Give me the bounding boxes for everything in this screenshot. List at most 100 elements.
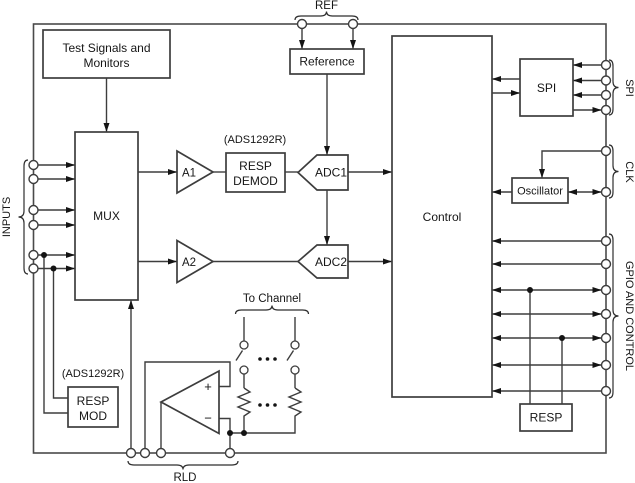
test-signals-block xyxy=(42,29,171,79)
pin-rld-4 xyxy=(224,447,236,459)
a1-label: A1 xyxy=(182,168,196,180)
wire-rld-plus-feedback xyxy=(144,361,231,449)
a2-label: A2 xyxy=(182,257,196,269)
wire-clkpin-oscillator xyxy=(539,150,602,178)
resp-mod-block xyxy=(67,386,119,428)
control-label: Control xyxy=(423,210,462,224)
pin-gpio-4 xyxy=(600,308,612,320)
brace-rld xyxy=(127,460,239,470)
switch1-lower-contact xyxy=(239,365,249,375)
switch1-arm xyxy=(235,350,244,361)
oscillator-label: Oscillator xyxy=(517,186,563,198)
pin-spi-2 xyxy=(600,75,612,86)
pin-input-5 xyxy=(28,249,39,261)
blocks xyxy=(42,29,574,435)
pin-rld-3 xyxy=(155,447,167,459)
resistor2 xyxy=(287,387,303,418)
wire-resistor-rail xyxy=(230,418,296,434)
resp-mod-label-line1: RESP xyxy=(77,394,110,408)
resistor1 xyxy=(236,387,252,418)
rld-opamp xyxy=(159,369,220,435)
pin-input-2 xyxy=(28,173,39,185)
adc2-block xyxy=(296,244,349,279)
reference-block xyxy=(289,48,365,75)
adc2-label: ADC2 xyxy=(315,255,347,269)
pin-spi-4 xyxy=(600,104,612,116)
adc1-label: ADC1 xyxy=(315,166,347,180)
mux-block xyxy=(74,131,139,301)
pin-gpio-7 xyxy=(600,385,612,397)
pin-gpio-2 xyxy=(600,258,612,270)
resp-demod-label-line1: RESP xyxy=(239,159,272,173)
pins xyxy=(28,18,612,459)
a1-amp xyxy=(176,149,215,195)
junction xyxy=(50,265,57,272)
spi-group-label: SPI xyxy=(623,79,635,97)
junction xyxy=(241,430,247,436)
spi-block xyxy=(519,58,574,117)
brace-inputs xyxy=(18,159,29,275)
brace-clk xyxy=(608,144,619,199)
clk-group-label: CLK xyxy=(623,161,635,183)
resp-mod-label-line2: MOD xyxy=(79,409,107,423)
resp-demod-label-line2: DEMOD xyxy=(233,174,278,188)
oscillator-block xyxy=(511,177,569,204)
gpio-group-label: GPIO AND CONTROL xyxy=(623,261,635,371)
reference-label: Reference xyxy=(299,55,355,69)
resp-demod-block xyxy=(225,152,286,193)
pin-rld-2 xyxy=(139,447,151,459)
wire-tap-respmod-1 xyxy=(43,255,68,414)
pin-ref-1 xyxy=(296,18,308,30)
ref-group-label: REF xyxy=(315,0,338,12)
pin-spi-3 xyxy=(600,89,612,101)
switch1-upper-contact xyxy=(239,340,249,350)
resp-mod-variant-note: (ADS1292R) xyxy=(62,368,124,380)
junction xyxy=(527,287,533,293)
mux-label: MUX xyxy=(93,209,120,223)
junction xyxy=(41,252,47,258)
pin-input-1 xyxy=(28,159,39,171)
junction-dots xyxy=(41,252,565,436)
resp-block-label: RESP xyxy=(530,411,563,425)
junction xyxy=(559,335,565,341)
opamp-plus-label: + xyxy=(204,379,212,394)
pin-input-4 xyxy=(28,219,39,231)
opamp-minus-label: − xyxy=(204,411,212,426)
resp-block xyxy=(519,403,573,432)
pin-ref-2 xyxy=(347,18,359,30)
ellipsis-more-channels xyxy=(258,357,277,407)
pin-rld-1 xyxy=(125,447,137,459)
rld-group-label: RLD xyxy=(173,472,196,483)
test-signals-label-line1: Test Signals and xyxy=(62,41,150,55)
switch2-lower-contact xyxy=(290,365,300,375)
inputs-group-label: INPUTS xyxy=(1,197,13,237)
junction xyxy=(227,430,233,436)
pin-input-3 xyxy=(28,204,39,216)
pin-clk-1 xyxy=(600,145,612,157)
pin-gpio-3 xyxy=(600,284,612,296)
brace-to-channel xyxy=(234,305,310,315)
to-channel-label: To Channel xyxy=(243,293,301,305)
brace-ref xyxy=(294,11,359,21)
control-block xyxy=(391,35,493,398)
adc1-block xyxy=(296,154,349,191)
switch2-upper-contact xyxy=(290,340,300,350)
resp-demod-variant-note: (ADS1292R) xyxy=(224,134,286,146)
brace-spi xyxy=(608,59,619,116)
pin-gpio-6 xyxy=(600,359,612,371)
braces xyxy=(18,11,619,470)
wires xyxy=(38,28,602,449)
a2-amp xyxy=(176,239,215,284)
brace-gpio xyxy=(608,233,619,399)
switch2-arm xyxy=(286,350,295,361)
pin-input-6 xyxy=(28,263,39,274)
wire-tap-respmod-2 xyxy=(52,268,68,399)
pin-gpio-1 xyxy=(600,235,612,247)
spi-block-label: SPI xyxy=(537,81,556,95)
test-signals-label-line2: Monitors xyxy=(83,56,129,70)
pin-clk-2 xyxy=(600,186,612,198)
wire-opamp-minus xyxy=(219,417,231,449)
